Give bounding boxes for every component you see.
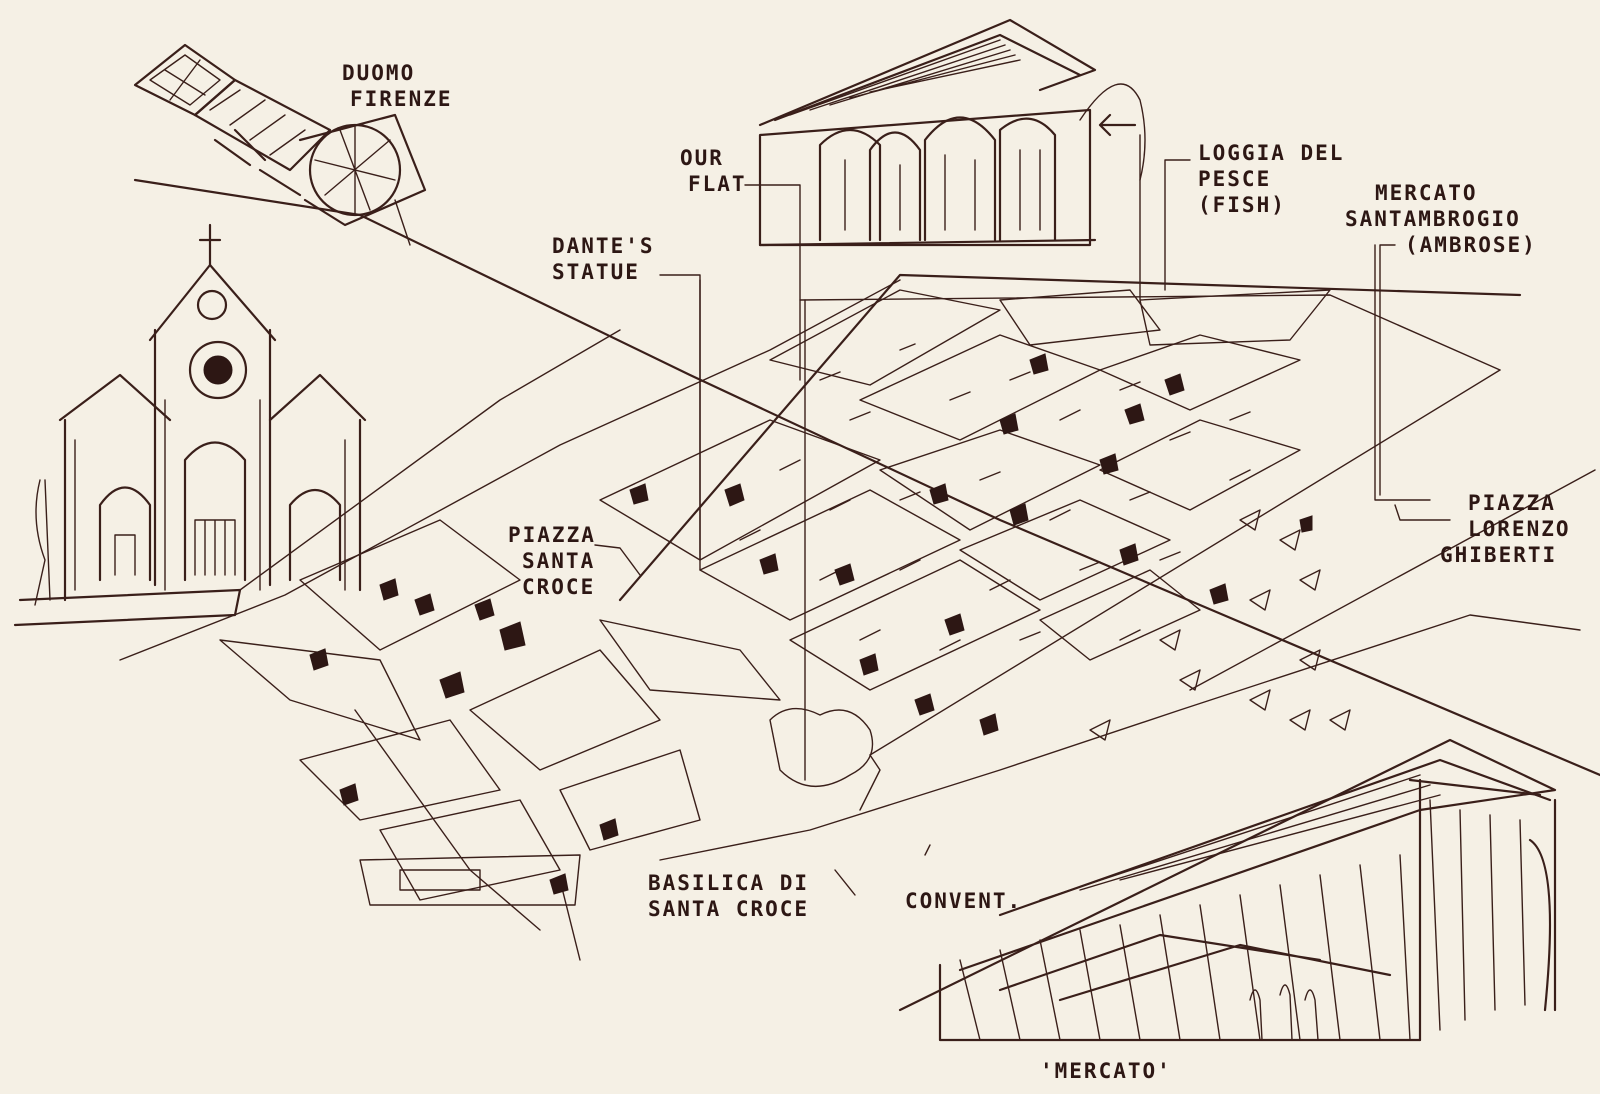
label-line: DANTE'S xyxy=(552,234,655,258)
label-line: MERCATO xyxy=(1375,181,1478,205)
label-piazza-santa-croce: PIAZZA SANTA CROCE xyxy=(508,522,596,600)
label-line: SANTAMBROGIO xyxy=(1345,207,1521,231)
city-perspective-lines xyxy=(119,134,1600,961)
label-convent: CONVENT. xyxy=(905,888,1022,914)
label-line: (AMBROSE) xyxy=(1405,233,1537,257)
label-piazza-lorenzo-ghiberti: PIAZZA LORENZO GHIBERTI xyxy=(1440,490,1571,568)
label-our-flat: OUR FLAT xyxy=(680,145,747,197)
label-loggia-del-pesce: LOGGIA del PESCE (FISH) xyxy=(1198,140,1344,218)
label-line: LOGGIA del xyxy=(1198,141,1345,165)
label-line: PIAZZA xyxy=(508,523,596,547)
label-line: 'MERCATO' xyxy=(1040,1059,1172,1083)
label-dantes-statue: DANTE'S STATUE xyxy=(552,233,655,285)
label-line: PIAZZA xyxy=(1468,491,1556,515)
label-line: GHIBERTI xyxy=(1440,543,1558,567)
label-line: CONVENT. xyxy=(905,889,1023,913)
label-mercato-santambrogio: MERCATO SANTAMBROGIO (AMBROSE) xyxy=(1345,180,1537,258)
basilica-facade-drawing xyxy=(13,223,367,627)
mercato-hall-drawing xyxy=(898,738,1557,1042)
dark-accents xyxy=(309,353,1313,895)
label-line: BASILICA di xyxy=(648,871,810,895)
label-line: FLAT xyxy=(688,172,747,196)
label-mercato: 'MERCATO' xyxy=(1040,1058,1172,1084)
label-basilica-di-santa-croce: BASILICA di SANTA CROCE xyxy=(648,870,809,922)
loggia-del-pesce-drawing xyxy=(758,18,1146,247)
label-line: OUR xyxy=(680,146,724,170)
label-duomo-firenze: DUOMO FIRENZE xyxy=(342,60,453,112)
label-line: (FISH) xyxy=(1198,193,1286,217)
label-line: LORENZO xyxy=(1468,517,1571,541)
label-line: SANTA CROCE xyxy=(648,897,810,921)
label-line: CROCE xyxy=(522,575,596,599)
label-line: FIRENZE xyxy=(350,87,453,111)
label-line: DUOMO xyxy=(342,61,416,85)
label-line: STATUE xyxy=(552,260,640,284)
city-blocks xyxy=(219,289,1351,906)
label-line: PESCE xyxy=(1198,167,1272,191)
label-line: SANTA xyxy=(522,549,596,573)
label-leader-lines xyxy=(594,159,1451,896)
